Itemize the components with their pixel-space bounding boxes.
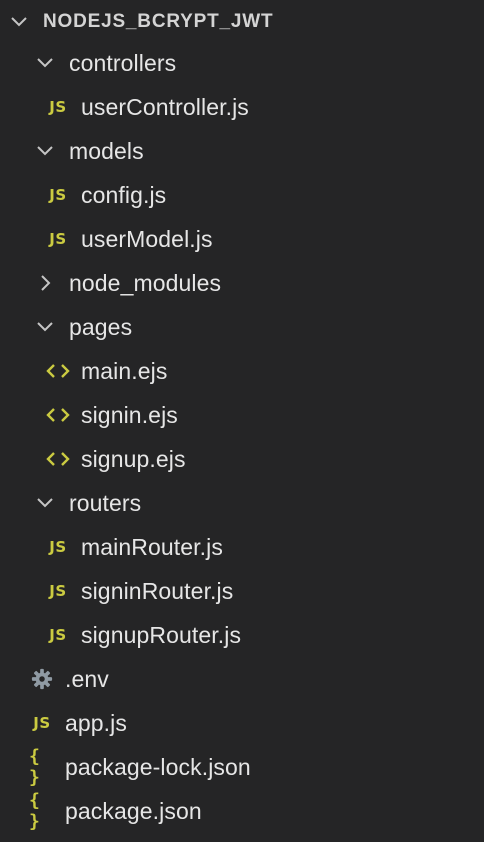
folder-label: pages (69, 313, 133, 340)
root-folder-label: NODEJS_BCRYPT_JWT (43, 11, 274, 32)
file-signup-router-js[interactable]: JS signupRouter.js (0, 613, 484, 657)
file-label: .env (65, 665, 109, 692)
file-signup-ejs[interactable]: signup.ejs (0, 437, 484, 481)
js-file-icon: JS (49, 186, 67, 204)
chevron-right-icon[interactable] (34, 272, 56, 294)
folder-label: controllers (69, 49, 177, 76)
file-label: main.ejs (81, 357, 168, 384)
file-label: app.js (65, 709, 127, 736)
file-main-ejs[interactable]: main.ejs (0, 349, 484, 393)
file-app-js[interactable]: JS app.js (0, 701, 484, 745)
file-config-js[interactable]: JS config.js (0, 173, 484, 217)
js-file-icon: JS (49, 582, 67, 600)
js-file-icon: JS (49, 626, 67, 644)
file-user-model-js[interactable]: JS userModel.js (0, 217, 484, 261)
file-label: config.js (81, 181, 167, 208)
file-package-json[interactable]: { } package.json (0, 789, 484, 833)
js-file-icon: JS (49, 538, 67, 556)
folder-routers[interactable]: routers (0, 481, 484, 525)
file-label: mainRouter.js (81, 533, 223, 560)
file-label: package-lock.json (65, 753, 251, 780)
file-signin-router-js[interactable]: JS signinRouter.js (0, 569, 484, 613)
folder-node-modules[interactable]: node_modules (0, 261, 484, 305)
file-label: signin.ejs (81, 401, 178, 428)
chevron-down-icon[interactable] (8, 11, 30, 33)
js-file-icon: JS (33, 714, 51, 732)
js-file-icon: JS (49, 98, 67, 116)
json-braces-icon: { } (29, 790, 40, 832)
file-label: package.json (65, 797, 202, 824)
folder-label: models (69, 137, 144, 164)
folder-models[interactable]: models (0, 129, 484, 173)
file-label: signup.ejs (81, 445, 186, 472)
chevron-down-icon[interactable] (34, 52, 56, 74)
json-braces-icon: { } (29, 746, 40, 788)
ejs-code-icon (45, 360, 71, 382)
folder-pages[interactable]: pages (0, 305, 484, 349)
chevron-down-icon[interactable] (34, 140, 56, 162)
chevron-down-icon[interactable] (34, 492, 56, 514)
file-env[interactable]: .env (0, 657, 484, 701)
file-signin-ejs[interactable]: signin.ejs (0, 393, 484, 437)
file-label: userController.js (81, 93, 249, 120)
js-file-icon: JS (49, 230, 67, 248)
file-label: signupRouter.js (81, 621, 242, 648)
folder-label: routers (69, 489, 142, 516)
file-main-router-js[interactable]: JS mainRouter.js (0, 525, 484, 569)
ejs-code-icon (45, 448, 71, 470)
file-label: signinRouter.js (81, 577, 234, 604)
gear-icon (29, 668, 55, 690)
file-package-lock-json[interactable]: { } package-lock.json (0, 745, 484, 789)
file-label: userModel.js (81, 225, 213, 252)
root-folder[interactable]: NODEJS_BCRYPT_JWT (0, 0, 484, 44)
file-user-controller-js[interactable]: JS userController.js (0, 85, 484, 129)
chevron-down-icon[interactable] (34, 316, 56, 338)
folder-label: node_modules (69, 269, 222, 296)
ejs-code-icon (45, 404, 71, 426)
folder-controllers[interactable]: controllers (0, 41, 484, 85)
